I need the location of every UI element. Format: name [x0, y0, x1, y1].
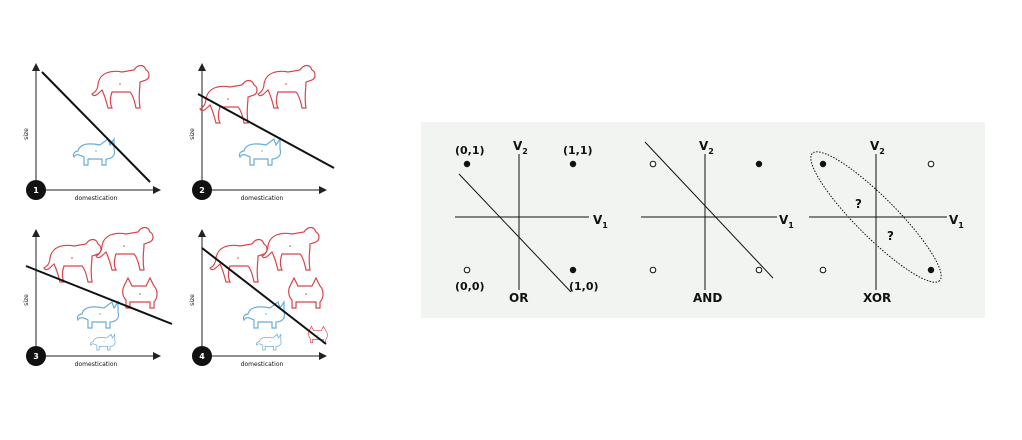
y-axis-label: size [23, 128, 30, 140]
decision-line [41, 71, 151, 183]
dog-icon [199, 79, 258, 124]
cat-icon [76, 301, 120, 329]
v2-axis-label: V2 [513, 139, 528, 156]
or-panel: V2 V1 (0,1) (1,1) (0,0) (1,0) OR [455, 139, 608, 305]
decision-line [25, 265, 173, 325]
cat-icon [256, 334, 282, 351]
coord-label-0-0: (0,0) [455, 280, 485, 293]
x-axis-label: domestication [75, 195, 118, 202]
v2-axis-label: V2 [870, 139, 885, 156]
dog-icon [257, 64, 316, 109]
point-0-0 [649, 266, 657, 274]
x-axis-label: domestication [75, 361, 118, 368]
coord-label-1-0: (1,0) [569, 280, 599, 293]
point-1-0 [755, 266, 763, 274]
v2-axis-label: V2 [699, 139, 714, 156]
cat-icon [238, 138, 282, 166]
y-axis-label: size [23, 294, 30, 306]
step-badge [192, 346, 212, 366]
point-0-1 [649, 160, 657, 168]
figure-background [421, 122, 985, 318]
cat-icon [90, 334, 116, 351]
panel-4: size domestication 4 [189, 226, 328, 368]
xor-panel: V2 V1 ? ? XOR [809, 139, 964, 305]
panel-2: size domestication 2 [189, 63, 335, 202]
xor-dotted-ellipse [810, 151, 942, 283]
dog-icon [261, 226, 320, 271]
decision-line [201, 247, 327, 345]
perceptron-steps-figure: size domestication 1 size domestication … [23, 63, 335, 368]
terrier-icon [122, 277, 158, 309]
v1-axis-label: V1 [949, 213, 964, 230]
y-axis-label: size [189, 294, 196, 306]
step-number: 4 [199, 352, 205, 361]
separating-line [458, 173, 572, 293]
separating-line [644, 141, 774, 279]
point-1-0 [927, 266, 935, 274]
v1-axis-label: V1 [779, 213, 794, 230]
xor-title: XOR [863, 291, 891, 305]
v1-axis-label: V1 [593, 213, 608, 230]
dog-icon [91, 64, 150, 109]
point-0-1 [463, 160, 471, 168]
panel-1: size domestication 1 [23, 63, 161, 202]
or-title: OR [509, 291, 528, 305]
step-badge [26, 180, 46, 200]
logic-gates-figure: V2 V1 (0,1) (1,1) (0,0) (1,0) OR V2 V1 A… [421, 122, 985, 318]
unknown-mark-1: ? [855, 197, 862, 211]
and-panel: V2 V1 AND [641, 139, 794, 305]
y-axis-label: size [189, 128, 196, 140]
step-number: 1 [33, 186, 39, 195]
point-1-1 [569, 160, 577, 168]
step-badge [192, 180, 212, 200]
x-axis-label: domestication [241, 195, 284, 202]
and-title: AND [693, 291, 722, 305]
coord-label-1-1: (1,1) [563, 144, 593, 157]
point-1-1 [755, 160, 763, 168]
point-1-1 [927, 160, 935, 168]
dog-icon [95, 226, 154, 271]
decision-line [197, 93, 335, 169]
unknown-mark-2: ? [887, 229, 894, 243]
point-0-0 [819, 266, 827, 274]
point-1-0 [569, 266, 577, 274]
terrier-icon [288, 277, 324, 309]
point-0-0 [463, 266, 471, 274]
panel-3: size domestication 3 [23, 226, 173, 368]
coord-label-0-1: (0,1) [455, 144, 485, 157]
small-dog-icon [308, 325, 328, 344]
cat-icon [72, 138, 116, 166]
point-0-1 [819, 160, 827, 168]
step-number: 3 [33, 352, 39, 361]
step-number: 2 [199, 186, 205, 195]
step-badge [26, 346, 46, 366]
x-axis-label: domestication [241, 361, 284, 368]
